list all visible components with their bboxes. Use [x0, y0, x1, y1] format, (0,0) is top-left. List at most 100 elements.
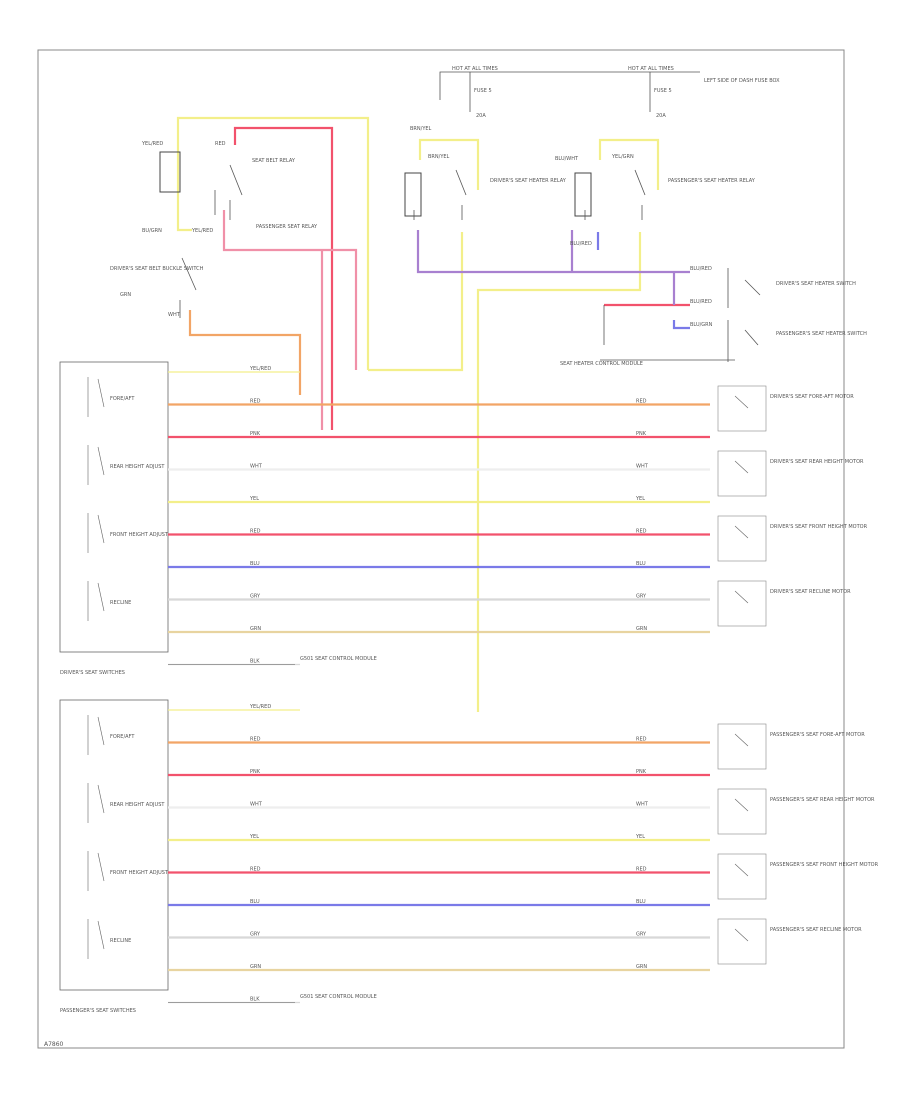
driver-wire-label: RED: [250, 399, 261, 405]
driver-right-code: YEL: [635, 496, 645, 502]
pink-wire-label: PASSENGER SEAT RELAY: [256, 224, 318, 230]
passenger-right-code: YEL: [635, 834, 645, 840]
driver-wire-label: PNK: [250, 431, 261, 437]
driver-right-code: GRN: [636, 626, 647, 632]
driver-wire-label: RED: [250, 529, 261, 535]
amp-label-left: 20A: [476, 113, 486, 119]
passenger-heater-relay-label: PASSENGER'S SEAT HEATER RELAY: [668, 178, 756, 184]
driver-motor-label: DRIVER'S SEAT FORE-AFT MOTOR: [770, 394, 854, 400]
blu-red-label-1: BLU/RED: [690, 266, 712, 272]
buckle-switch: DRIVER'S SEAT BELT BUCKLE SWITCH GRN WHT: [110, 257, 204, 318]
driver-group-label: RECLINE: [110, 600, 131, 606]
passenger-wire-label: RED: [250, 737, 261, 743]
driver-motor-box: [717, 515, 767, 562]
hot-label-left: HOT AT ALL TIMES: [452, 66, 498, 72]
driver-switch-lever: [97, 514, 105, 544]
passenger-switch-lever: [97, 920, 105, 950]
brn-yel-label-2: BRN/YEL: [428, 154, 450, 160]
passenger-switch-lever: [97, 716, 105, 746]
blu-red-low-label: BLU/RED: [570, 241, 592, 247]
passenger-motor-label: PASSENGER'S SEAT FORE-AFT MOTOR: [770, 732, 865, 738]
seat-belt-relay: SEAT BELT RELAY YEL/RED RED BU/GRN YEL/R…: [141, 141, 318, 234]
driver-right-code: RED: [636, 529, 647, 535]
red-top-label: RED: [215, 141, 226, 147]
diagram-border: [37, 49, 845, 1049]
driver-heater-relay: DRIVER'S SEAT HEATER RELAY BRN/YEL BRN/Y…: [404, 126, 567, 220]
passenger-motor-label: PASSENGER'S SEAT RECLINE MOTOR: [770, 927, 862, 933]
passenger-right-code: PNK: [636, 769, 647, 775]
passenger-wire-label: YEL/RED: [249, 704, 271, 710]
blu-red-label-2: BLU/RED: [690, 299, 712, 305]
passenger-section-title: PASSENGER'S SEAT SWITCHES: [60, 1008, 136, 1014]
yel-grn-label: YEL/GRN: [611, 154, 634, 160]
seat-heater-control-label: SEAT HEATER CONTROL MODULE: [560, 361, 643, 367]
driver-group-label: FRONT HEIGHT ADJUST: [110, 532, 169, 538]
passenger-wire-label: GRY: [250, 932, 261, 938]
driver-motor-box: [717, 580, 767, 627]
passenger-wire-label: RED: [250, 867, 261, 873]
grn-label: GRN: [120, 292, 131, 298]
passenger-wire-label: GRN: [250, 964, 261, 970]
passenger-wire-label: PNK: [250, 769, 261, 775]
driver-wire-label: YEL/RED: [249, 366, 271, 372]
footer-code: A7860: [44, 1041, 64, 1048]
driver-motor-switch: [734, 460, 749, 474]
passenger-right-code: GRN: [636, 964, 647, 970]
passenger-motor-label: PASSENGER'S SEAT FRONT HEIGHT MOTOR: [770, 862, 879, 868]
driver-seat-section: FORE/AFT REAR HEIGHT ADJUST FRONT HEIGHT A…: [59, 361, 868, 676]
driver-group-label: FORE/AFT: [110, 396, 135, 402]
bu-grn-label: BU/GRN: [142, 228, 162, 234]
yel-red-label: YEL/RED: [191, 228, 213, 234]
amp-label-right: 20A: [656, 113, 666, 119]
driver-motor-switch: [734, 590, 749, 604]
fuse-label-right: FUSE 5: [654, 88, 672, 94]
passenger-motor-box: [717, 788, 767, 835]
driver-right-code: WHT: [636, 464, 649, 470]
passenger-group-label: FRONT HEIGHT ADJUST: [110, 870, 169, 876]
fuse-label-left: FUSE 5: [474, 88, 492, 94]
passenger-heater-relay: PASSENGER'S SEAT HEATER RELAY BLU/WHT YE…: [555, 154, 756, 220]
driver-heat-switch-label: DRIVER'S SEAT HEATER SWITCH: [776, 281, 856, 287]
passenger-motor-box: [717, 723, 767, 770]
passenger-switch-block: [59, 699, 169, 991]
passenger-motor-box: [717, 918, 767, 965]
driver-motor-label: DRIVER'S SEAT RECLINE MOTOR: [770, 589, 851, 595]
passenger-motor-box: [717, 853, 767, 900]
driver-motor-switch: [734, 395, 749, 409]
driver-right-code: RED: [636, 399, 647, 405]
driver-group-label: REAR HEIGHT ADJUST: [110, 464, 165, 470]
driver-wire-label: GRN: [250, 626, 261, 632]
blu-grn-label-1: BLU/GRN: [690, 322, 713, 328]
passenger-wire-label: BLU: [250, 899, 260, 905]
driver-heater-relay-label: DRIVER'S SEAT HEATER RELAY: [490, 178, 567, 184]
driver-motor-box: [717, 450, 767, 497]
driver-motor-label: DRIVER'S SEAT REAR HEIGHT MOTOR: [770, 459, 864, 465]
driver-section-title: DRIVER'S SEAT SWITCHES: [60, 670, 125, 676]
fuse-box-note: LEFT SIDE OF DASH FUSE BOX: [704, 78, 780, 84]
passenger-wire-label: YEL: [249, 834, 259, 840]
driver-right-code: PNK: [636, 431, 647, 437]
yel-red-top-label: YEL/RED: [141, 141, 163, 147]
passenger-motor-switch: [734, 928, 749, 942]
blu-wht-label: BLU/WHT: [555, 156, 579, 162]
passenger-switch-lever: [97, 784, 105, 814]
passenger-motor-switch: [734, 798, 749, 812]
passenger-motor-label: PASSENGER'S SEAT REAR HEIGHT MOTOR: [770, 797, 875, 803]
passenger-ground-label: G501 SEAT CONTROL MODULE: [300, 994, 377, 1000]
passenger-heat-switch-label: PASSENGER'S SEAT HEATER SWITCH: [776, 331, 867, 337]
passenger-wire-label: BLK: [250, 997, 260, 1003]
driver-right-code: GRY: [636, 594, 647, 600]
relay-label: SEAT BELT RELAY: [252, 158, 296, 164]
passenger-right-code: GRY: [636, 932, 647, 938]
buckle-switch-label: DRIVER'S SEAT BELT BUCKLE SWITCH: [110, 266, 204, 272]
driver-wire-label: BLK: [250, 659, 260, 665]
wht-label: WHT: [168, 312, 181, 318]
upper-wiring: [176, 116, 735, 712]
driver-switch-lever: [97, 378, 105, 408]
passenger-right-code: RED: [636, 737, 647, 743]
passenger-group-label: RECLINE: [110, 938, 131, 944]
driver-ground-label: G501 SEAT CONTROL MODULE: [300, 656, 377, 662]
driver-motor-label: DRIVER'S SEAT FRONT HEIGHT MOTOR: [770, 524, 868, 530]
